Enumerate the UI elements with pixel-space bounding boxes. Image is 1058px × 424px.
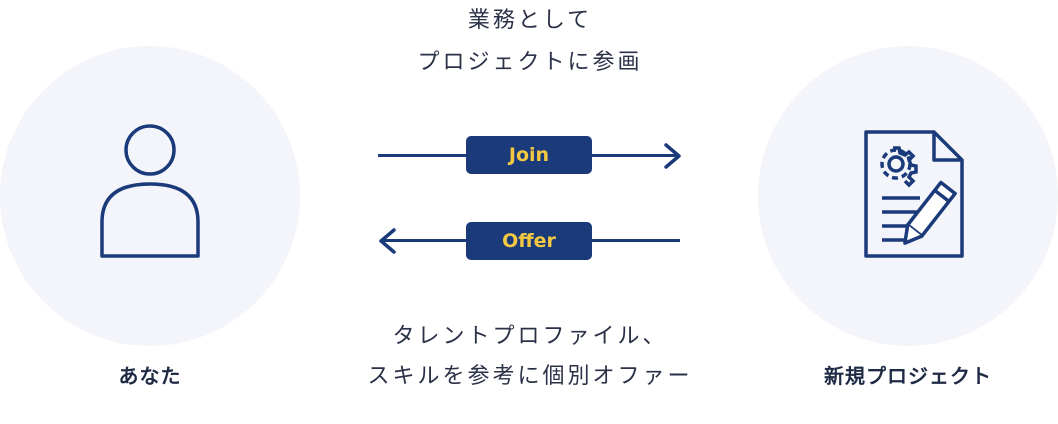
top-caption-line-1: 業務として [467,8,593,33]
actor-circle-project [758,46,1058,346]
join-badge: Join [466,136,592,174]
actor-circle-you [0,46,300,346]
bottom-caption-line-1: タレントプロファイル、 [392,324,668,349]
actor-label-project: 新規プロジェクト [824,364,992,388]
arrow-left-icon [379,228,396,254]
arrow-right-icon [664,143,681,169]
bottom-caption-line-2: スキルを参考に個別オファー [367,364,693,389]
offer-badge: Offer [466,222,592,260]
top-caption-line-2: プロジェクトに参画 [417,50,643,75]
document-gear-pen-icon [864,130,964,258]
actor-label-you: あなた [118,364,182,388]
person-icon [100,124,200,258]
